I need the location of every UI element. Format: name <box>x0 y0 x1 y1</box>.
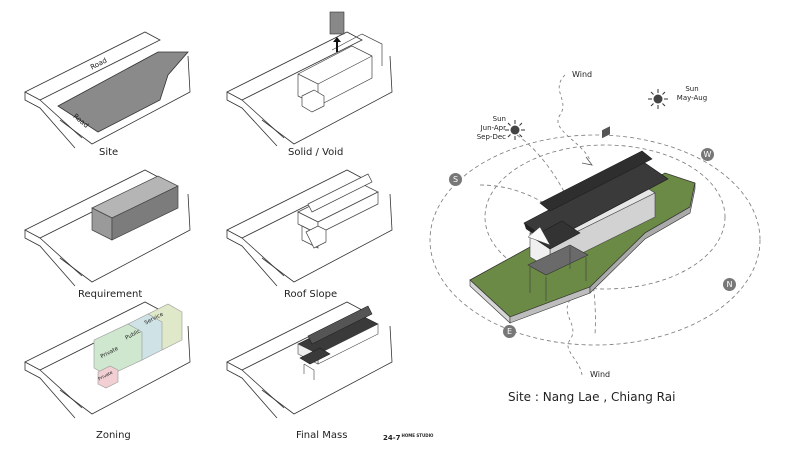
diagram-final-mass <box>222 300 402 420</box>
compass-w-label: W <box>703 150 712 159</box>
requirement-drawing <box>24 169 191 287</box>
caption-site: Site <box>99 147 119 158</box>
brand-sub: HOME STUDIO <box>401 433 434 438</box>
sun-right-line-2: May-Aug <box>676 94 708 102</box>
brand-logo: 24-7HOME STUDIO <box>383 433 434 443</box>
zone-private-2 <box>97 365 119 389</box>
site-drawing <box>24 31 191 149</box>
wind-path-top <box>557 74 591 161</box>
caption-final-mass: Final Mass <box>296 430 348 441</box>
sun-icon-left <box>505 120 525 140</box>
compass-e: E <box>503 325 516 338</box>
compass-s: S <box>449 173 462 186</box>
caption-solid-void: Solid / Void <box>288 147 344 158</box>
diagram-zoning: Service Public Private Private <box>20 300 200 420</box>
caption-roof-slope: Roof Slope <box>284 289 338 300</box>
wind-path-bottom <box>566 299 583 376</box>
diagram-solid-void <box>222 8 402 148</box>
wind-label-bottom: Wind <box>590 370 611 379</box>
brand-name: 24-7 <box>383 434 401 442</box>
caption-requirement: Requirement <box>78 289 143 300</box>
site-plan: Sun Jun-Apr Sep-Dec Sun May-Aug Wind Win… <box>420 55 780 390</box>
wind-label-top: Wind <box>572 70 593 79</box>
diagram-requirement <box>20 168 200 288</box>
compass-n: N <box>723 278 736 291</box>
compass-n-label: N <box>726 280 733 289</box>
sun-right-line-1: Sun <box>685 85 699 93</box>
arrow-up-icon <box>333 37 341 42</box>
void-block <box>329 11 345 35</box>
carport-roof <box>527 244 589 276</box>
sun-left-line-1: Sun <box>492 115 506 123</box>
compass-e-label: E <box>506 327 513 336</box>
zone-private <box>93 323 143 377</box>
house-roof-ridge <box>539 150 653 212</box>
sun-icon-right <box>648 89 668 109</box>
sun-label-right: Sun May-Aug <box>674 85 710 103</box>
solid-void-drawing <box>226 11 393 147</box>
compass-w: W <box>701 148 714 161</box>
sun-path-inner <box>484 144 726 290</box>
compass-s-label: S <box>452 175 459 184</box>
sun-left-line-2: Jun-Apr <box>480 124 506 132</box>
site-plan-title: Site : Nang Lae , Chiang Rai <box>508 390 676 404</box>
sun-label-left: Sun Jun-Apr Sep-Dec <box>472 115 506 142</box>
zoning-drawing <box>24 301 191 419</box>
sun-path-outer <box>429 134 761 346</box>
site-parcel <box>57 51 189 133</box>
caption-zoning: Zoning <box>96 430 131 441</box>
sun-left-line-3: Sep-Dec <box>476 133 506 141</box>
roof-slope-drawing <box>226 169 393 287</box>
diagram-site: Road Road <box>20 30 200 150</box>
diagram-roof-slope <box>222 168 402 288</box>
site-plan-drawing <box>429 74 761 376</box>
final-mass-drawing <box>226 301 393 419</box>
